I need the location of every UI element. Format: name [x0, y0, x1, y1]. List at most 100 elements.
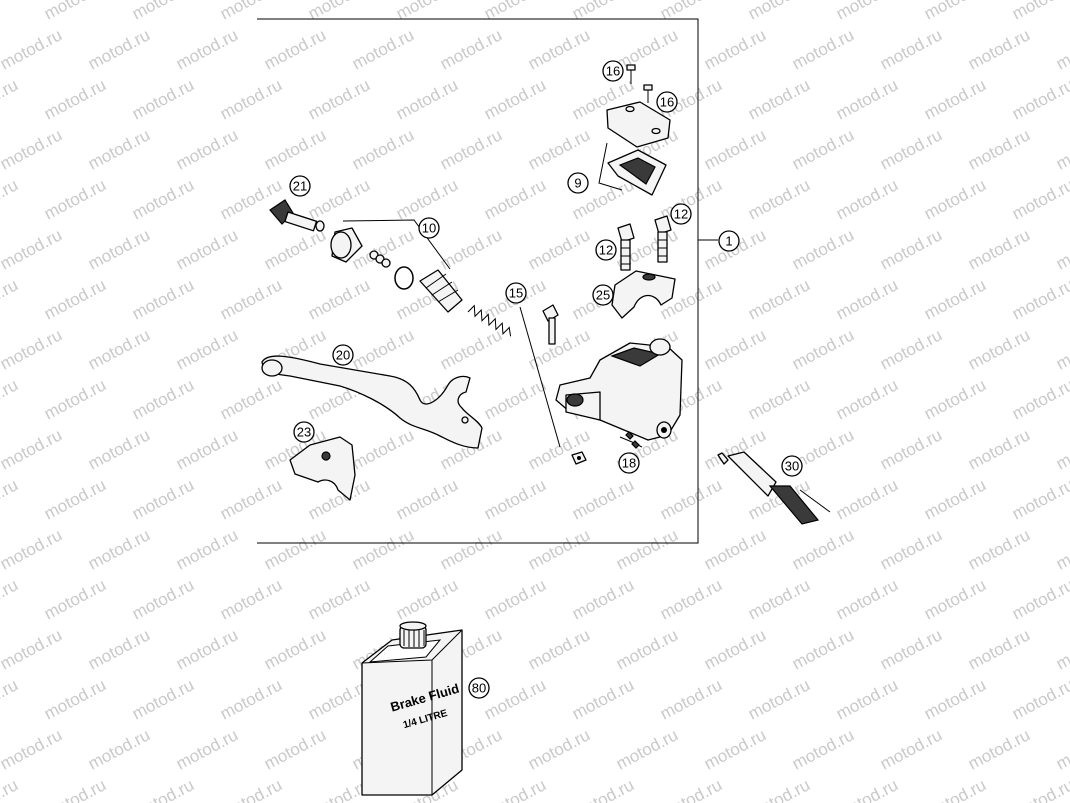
watermark-text: motod.ru [877, 325, 945, 373]
watermark-text: motod.ru [613, 625, 681, 673]
watermark-text: motod.ru [85, 425, 153, 473]
watermark-text: motod.ru [921, 575, 989, 623]
watermark-text: motod.ru [877, 125, 945, 173]
watermark-text: motod.ru [1053, 725, 1070, 773]
watermark-text: motod.ru [349, 425, 417, 473]
watermark-text: motod.ru [85, 125, 153, 173]
watermark-text: motod.ru [41, 675, 109, 723]
watermark-text: motod.ru [745, 0, 813, 24]
callout-18: 18 [618, 452, 640, 474]
watermark-text: motod.ru [305, 0, 373, 24]
watermark-text: motod.ru [261, 25, 329, 73]
watermark-text: motod.ru [877, 725, 945, 773]
watermark-text: motod.ru [393, 475, 461, 523]
watermark-text: motod.ru [437, 225, 505, 273]
reservoir-cover [606, 101, 671, 148]
bolt-part-12-b [654, 215, 672, 263]
clamp-part-25 [611, 270, 676, 319]
watermark-text: motod.ru [261, 225, 329, 273]
watermark-text: motod.ru [0, 575, 21, 623]
watermark-text: motod.ru [745, 75, 813, 123]
watermark-text: motod.ru [129, 575, 197, 623]
watermark-text: motod.ru [789, 625, 857, 673]
watermark-text: motod.ru [305, 575, 373, 623]
watermark-text: motod.ru [481, 475, 549, 523]
master-cylinder-body [555, 338, 683, 441]
watermark-text: motod.ru [217, 475, 285, 523]
watermark-text: motod.ru [261, 125, 329, 173]
watermark-text: motod.ru [129, 75, 197, 123]
watermark-text: motod.ru [1009, 275, 1070, 323]
watermark-text: motod.ru [217, 775, 285, 803]
watermark-text: motod.ru [525, 325, 593, 373]
watermark-text: motod.ru [833, 175, 901, 223]
watermark-text: motod.ru [261, 725, 329, 773]
callout-25: 25 [592, 284, 614, 306]
svg-text:16: 16 [660, 95, 674, 110]
watermark-text: motod.ru [129, 0, 197, 24]
watermark-text: motod.ru [261, 625, 329, 673]
lever-part-20 [261, 355, 483, 449]
watermark-text: motod.ru [701, 125, 769, 173]
callout-21: 21 [289, 175, 311, 197]
svg-text:1: 1 [725, 234, 732, 249]
watermark-text: motod.ru [481, 775, 549, 803]
watermark-text: motod.ru [1053, 325, 1070, 373]
watermark-text: motod.ru [85, 25, 153, 73]
watermark-text: motod.ru [173, 225, 241, 273]
watermark-text: motod.ru [525, 725, 593, 773]
watermark-text: motod.ru [305, 275, 373, 323]
watermark-text: motod.ru [129, 775, 197, 803]
watermark-text: motod.ru [349, 325, 417, 373]
piston-kit-part-10 [330, 219, 463, 313]
watermark-text: motod.ru [41, 0, 109, 24]
watermark-text: motod.ru [1053, 25, 1070, 73]
callout-16-b: 16 [656, 91, 678, 113]
watermark-text: motod.ru [173, 325, 241, 373]
watermark-text: motod.ru [745, 575, 813, 623]
watermark-text: motod.ru [569, 0, 637, 24]
watermark-text: motod.ru [85, 325, 153, 373]
watermark-text: motod.ru [261, 525, 329, 573]
watermark-text: motod.ru [921, 775, 989, 803]
watermark-text: motod.ru [965, 425, 1033, 473]
watermark-text: motod.ru [437, 25, 505, 73]
watermark-text: motod.ru [921, 675, 989, 723]
callout-16-a: 16 [602, 60, 624, 82]
watermark-text: motod.ru [41, 175, 109, 223]
watermark-text: motod.ru [0, 625, 65, 673]
watermark-text: motod.ru [613, 25, 681, 73]
callout-12-b: 12 [670, 203, 692, 225]
watermark-text: motod.ru [481, 675, 549, 723]
watermark-text: motod.ru [393, 575, 461, 623]
watermark-text: motod.ru [1053, 425, 1070, 473]
watermark-text: motod.ru [701, 25, 769, 73]
watermark-text: motod.ru [0, 725, 65, 773]
watermark-text: motod.ru [833, 575, 901, 623]
watermark-text: motod.ru [877, 25, 945, 73]
watermark-text: motod.ru [877, 425, 945, 473]
pivot-bolt-part-15 [519, 304, 587, 465]
watermark-text: motod.ru [0, 525, 65, 573]
watermark-text: motod.ru [481, 0, 549, 24]
watermark-text: motod.ru [0, 125, 65, 173]
watermark-text: motod.ru [745, 775, 813, 803]
watermark-text: motod.ru [85, 625, 153, 673]
watermark-text: motod.ru [569, 575, 637, 623]
watermark-text: motod.ru [833, 0, 901, 24]
svg-text:23: 23 [297, 425, 311, 440]
screw-part-16-b [643, 84, 653, 103]
watermark-text: motod.ru [41, 775, 109, 803]
svg-text:18: 18 [622, 456, 636, 471]
watermark-text: motod.ru [129, 675, 197, 723]
watermark-text: motod.ru [0, 425, 65, 473]
watermark-text: motod.ru [965, 25, 1033, 73]
watermark-text: motod.ru [657, 475, 725, 523]
watermark-text: motod.ru [877, 525, 945, 573]
assembly-frame [257, 18, 699, 544]
watermark-text: motod.ru [437, 525, 505, 573]
watermark-text: motod.ru [217, 575, 285, 623]
watermark-text: motod.ru [657, 575, 725, 623]
